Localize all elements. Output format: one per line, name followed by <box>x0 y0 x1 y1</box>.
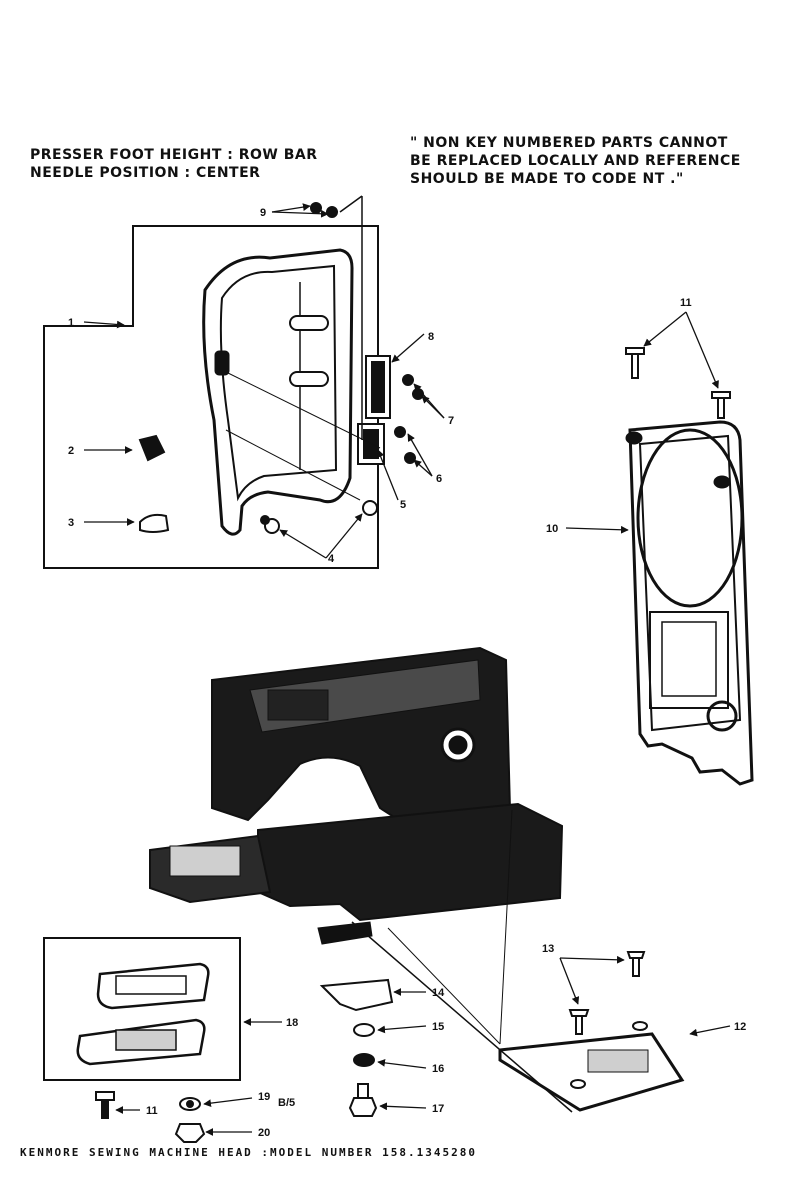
non-key-line-1: " NON KEY NUMBERED PARTS CANNOT <box>410 135 728 151</box>
callout-16: 16 <box>432 1063 444 1075</box>
callout-11-bottom: 11 <box>146 1105 158 1117</box>
callout-3: 3 <box>68 517 74 529</box>
model-footer: KENMORE SEWING MACHINE HEAD :MODEL NUMBE… <box>20 1146 477 1159</box>
face-cover-part <box>202 248 354 536</box>
callout-11-top: 11 <box>680 297 692 309</box>
needle-position-text: NEEDLE POSITION : CENTER <box>30 165 261 181</box>
callout-6: 6 <box>436 473 442 485</box>
leader-lines <box>83 203 731 1136</box>
callout-19-suffix: B/5 <box>278 1097 295 1109</box>
callout-10: 10 <box>546 523 558 535</box>
callout-20: 20 <box>258 1127 270 1139</box>
callout-2: 2 <box>68 445 74 457</box>
latch-parts <box>225 195 424 516</box>
callout-15: 15 <box>432 1021 444 1033</box>
non-key-line-3: SHOULD BE MADE TO CODE NT ." <box>410 171 684 187</box>
callout-9: 9 <box>260 207 266 219</box>
callout-8: 8 <box>428 331 434 343</box>
bottom-fasteners <box>95 978 394 1143</box>
callout-18: 18 <box>286 1017 298 1029</box>
callout-14: 14 <box>432 987 445 999</box>
feed-parts-group-outline <box>43 937 241 1081</box>
callout-13: 13 <box>542 943 554 955</box>
callout-5: 5 <box>400 499 406 511</box>
feed-dog-parts <box>76 962 210 1066</box>
callout-4: 4 <box>328 553 335 565</box>
non-key-line-2: BE REPLACED LOCALLY AND REFERENCE <box>410 153 741 169</box>
clip-parts <box>138 434 280 534</box>
non-key-parts-note: " NON KEY NUMBERED PARTS CANNOT BE REPLAC… <box>410 134 741 188</box>
presser-foot-note: PRESSER FOOT HEIGHT : ROW BAR NEEDLE POSI… <box>30 146 318 182</box>
back-plate-part <box>625 347 754 786</box>
callout-12: 12 <box>734 1021 746 1033</box>
callout-19: 19 <box>258 1091 270 1103</box>
machine-head-body <box>149 646 573 1113</box>
face-cover-group-outline <box>43 225 379 569</box>
presser-foot-height-text: PRESSER FOOT HEIGHT : ROW BAR <box>30 147 318 163</box>
callout-17: 17 <box>432 1103 444 1115</box>
callout-1: 1 <box>68 317 74 329</box>
callout-7: 7 <box>448 415 454 427</box>
bed-plate-part <box>498 951 685 1112</box>
